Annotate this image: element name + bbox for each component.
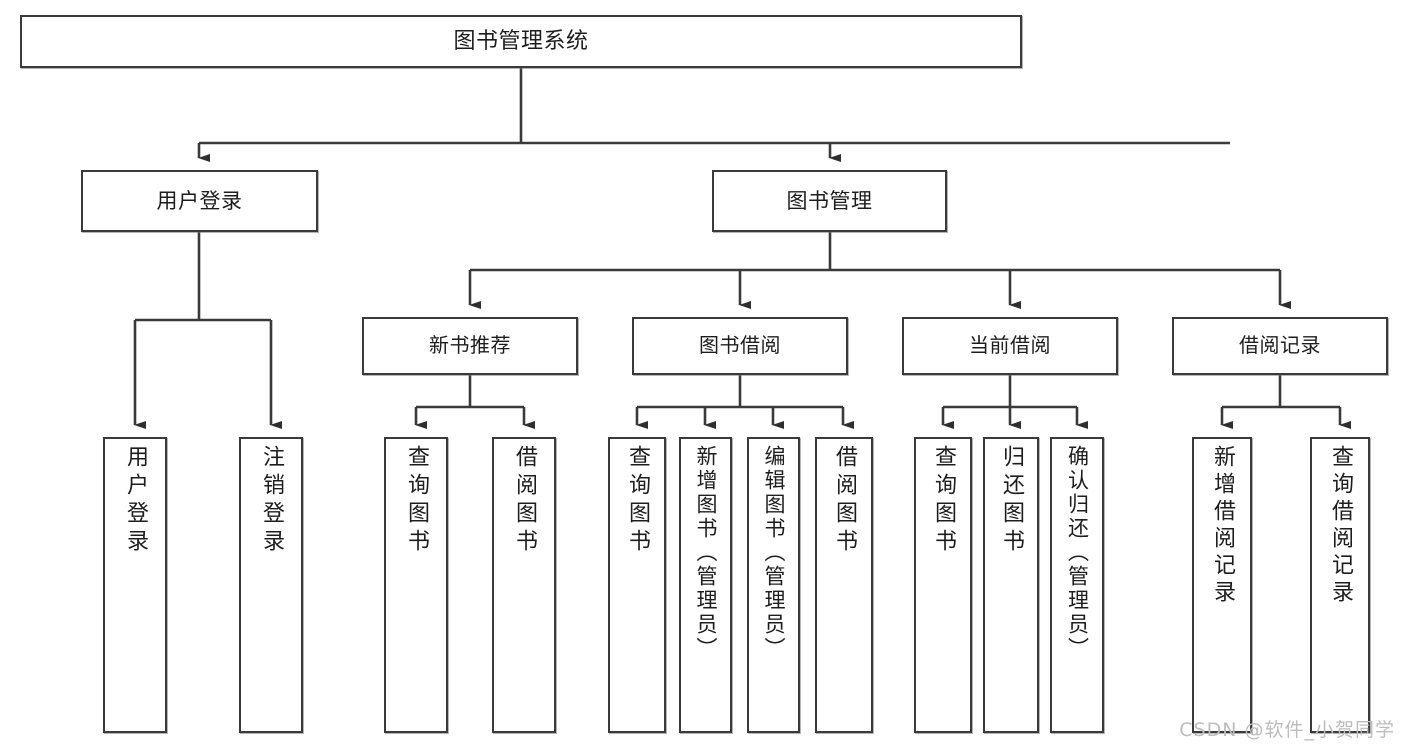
node-root-label: 图书管理系统 [453,28,589,54]
node-borrow-record[interactable]: 借阅记录 [1172,317,1388,375]
node-leaf-return-book[interactable]: 归还图书 [983,437,1039,733]
node-leaf-query-book-1[interactable]: 查询图书 [384,437,448,733]
node-root[interactable]: 图书管理系统 [20,15,1022,68]
node-leaf-edit-book[interactable]: 编辑图书（管理员） [747,437,800,733]
node-new-book-recommend-label: 新书推荐 [429,333,511,358]
node-leaf-user-logout[interactable]: 注销登录 [239,437,303,733]
node-leaf-query-record[interactable]: 查询借阅记录 [1310,437,1370,733]
node-current-borrow-label: 当前借阅 [969,333,1051,358]
node-leaf-confirm-return[interactable]: 确认归还（管理员） [1050,437,1104,733]
node-leaf-user-login[interactable]: 用户登录 [103,437,167,733]
node-leaf-query-book-1-label: 查询图书 [404,445,429,557]
node-leaf-user-logout-label: 注销登录 [259,445,284,557]
watermark: CSDN @软件_小贺同学 [1179,719,1395,741]
node-leaf-query-book-3[interactable]: 查询图书 [914,437,972,733]
node-leaf-borrow-book-2[interactable]: 借阅图书 [815,437,873,733]
node-leaf-confirm-return-label: 确认归还（管理员） [1065,445,1090,661]
node-user-login[interactable]: 用户登录 [81,170,318,232]
node-leaf-return-book-label: 归还图书 [999,445,1024,557]
node-current-borrow[interactable]: 当前借阅 [902,317,1118,375]
node-leaf-add-record[interactable]: 新增借阅记录 [1192,437,1252,733]
node-leaf-borrow-book-2-label: 借阅图书 [832,445,857,557]
node-borrow-record-label: 借阅记录 [1239,333,1321,358]
node-new-book-recommend[interactable]: 新书推荐 [362,317,578,375]
node-leaf-user-login-label: 用户登录 [123,445,148,557]
node-leaf-borrow-book-1-label: 借阅图书 [512,445,537,557]
node-leaf-edit-book-label: 编辑图书（管理员） [762,445,786,661]
node-book-borrow-label: 图书借阅 [699,333,781,358]
node-leaf-query-book-2[interactable]: 查询图书 [608,437,666,733]
node-book-manage-label: 图书管理 [786,188,873,213]
node-leaf-query-book-3-label: 查询图书 [931,445,956,557]
node-user-login-label: 用户登录 [156,188,243,213]
node-leaf-query-record-label: 查询借阅记录 [1328,445,1353,607]
node-leaf-add-book[interactable]: 新增图书（管理员） [679,437,732,733]
node-leaf-add-book-label: 新增图书（管理员） [694,445,718,661]
node-leaf-query-book-2-label: 查询图书 [625,445,650,557]
node-book-manage[interactable]: 图书管理 [712,170,947,232]
node-leaf-borrow-book-1[interactable]: 借阅图书 [492,437,556,733]
node-leaf-add-record-label: 新增借阅记录 [1210,445,1235,607]
node-book-borrow[interactable]: 图书借阅 [632,317,848,375]
